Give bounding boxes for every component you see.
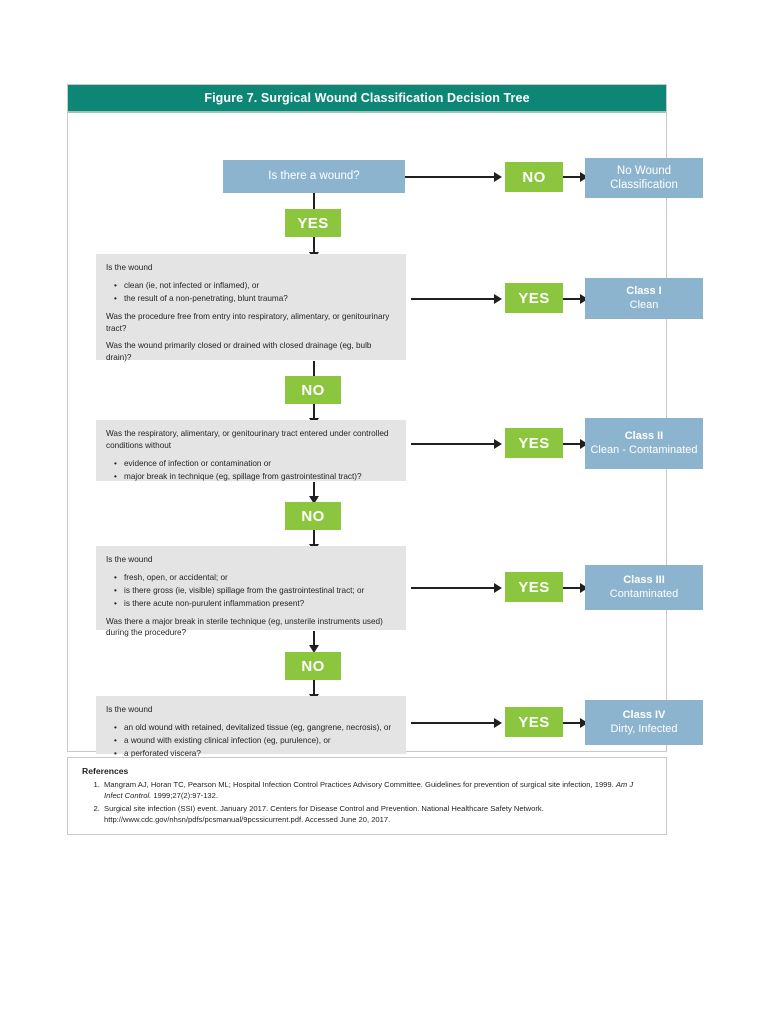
question-box-class-4: Is the wound an old wound with retained,… <box>96 696 410 759</box>
q4-bullet-2: a wound with existing clinical infection… <box>114 735 396 747</box>
q2-bullet-1: evidence of infection or contamination o… <box>114 458 396 470</box>
connector-q2-to-no <box>309 482 319 504</box>
reference-1-journal: Am J Infect Control. <box>104 780 634 801</box>
references-panel: References Mangram AJ, Horan TC, Pearson… <box>67 757 667 835</box>
q1-line-3: Was the wound primarily closed or draine… <box>106 341 372 363</box>
figure-panel: Figure 7. Surgical Wound Classification … <box>67 84 707 759</box>
result-title-class-3: Class III <box>623 573 665 586</box>
connector-start-to-no <box>405 172 502 182</box>
result-box-class-1: Class I Clean <box>585 278 707 323</box>
q3-bullets: fresh, open, or accidental; or is there … <box>106 572 396 610</box>
connector-q1-to-yes <box>411 294 502 304</box>
connector-q3-to-no <box>309 631 319 653</box>
result-title-class-4: Class IV <box>622 708 666 721</box>
result-box-class-2: Class II Clean - Contaminated <box>585 418 707 473</box>
q4-bullet-1: an old wound with retained, devitalized … <box>114 722 396 734</box>
result-title-class-2: Class II <box>624 429 664 442</box>
start-question-text: Is there a wound? <box>268 170 360 183</box>
q1-bullet-2: the result of a non-penetrating, blunt t… <box>114 293 396 305</box>
start-yes-label: YES <box>297 214 329 232</box>
connector-start-to-yes <box>309 193 319 217</box>
reference-item-2: Surgical site infection (SSI) event. Jan… <box>102 803 652 826</box>
start-no-label: NO <box>522 168 546 186</box>
start-no-badge: NO <box>505 162 567 196</box>
connector-q2-to-yes <box>411 439 502 449</box>
result-sub-class-3: Contaminated <box>609 587 679 600</box>
reference-item-1: Mangram AJ, Horan TC, Pearson ML; Hospit… <box>102 779 652 802</box>
connector-yes-to-class-2 <box>563 439 588 449</box>
no-badge-class-3: NO <box>285 652 345 684</box>
references-heading: References <box>82 766 129 776</box>
q2-bullet-2: major break in technique (eg, spillage f… <box>114 471 396 483</box>
q4-bullet-3: a perforated viscera? <box>114 748 396 760</box>
start-question-box: Is there a wound? <box>223 160 409 197</box>
yes-label-class-2: YES <box>518 434 550 452</box>
result-sub-class-4: Dirty, Infected <box>610 722 678 735</box>
connector-no-to-result <box>563 172 588 182</box>
q2-line-1: Was the respiratory, alimentary, or geni… <box>106 429 389 450</box>
question-box-class-1: Is the wound clean (ie, not infected or … <box>96 254 410 364</box>
q2-bullets: evidence of infection or contamination o… <box>106 458 396 483</box>
q3-bullet-1: fresh, open, or accidental; or <box>114 572 396 584</box>
yes-badge-class-3: YES <box>505 572 567 606</box>
start-yes-badge: YES <box>285 209 345 241</box>
no-label-class-3: NO <box>301 657 325 675</box>
connector-yes-to-class-1 <box>563 294 588 304</box>
references-list: Mangram AJ, Horan TC, Pearson ML; Hospit… <box>82 779 652 826</box>
no-wound-classification-box: No Wound Classification <box>585 158 707 202</box>
reference-2-part1: Surgical site infection (SSI) event. Jan… <box>104 803 544 825</box>
no-badge-class-1: NO <box>285 376 345 408</box>
decision-tree-flow: Is there a wound? NO No Wound Classifica… <box>68 113 707 759</box>
connector-no-to-step3 <box>309 530 319 552</box>
no-badge-class-2: NO <box>285 502 345 534</box>
yes-label-class-1: YES <box>518 289 550 307</box>
q4-line-1: Is the wound <box>106 705 153 714</box>
connector-yes-to-step1 <box>309 237 319 260</box>
q3-line-2: Was there a major break in sterile techn… <box>106 616 383 638</box>
connector-q4-to-yes <box>411 718 502 728</box>
yes-badge-class-2: YES <box>505 428 567 462</box>
q1-line-2: Was the procedure free from entry into r… <box>106 311 390 333</box>
q3-bullet-3: is there acute non-purulent inflammation… <box>114 598 396 610</box>
no-label-class-1: NO <box>301 381 325 399</box>
q3-line-1: Is the wound <box>106 555 153 564</box>
figure-title: Figure 7. Surgical Wound Classification … <box>204 91 530 105</box>
yes-badge-class-1: YES <box>505 283 567 317</box>
yes-badge-class-4: YES <box>505 707 567 741</box>
result-sub-class-1: Clean <box>629 298 659 311</box>
q1-bullets: clean (ie, not infected or inflamed), or… <box>106 280 396 305</box>
question-box-class-2: Was the respiratory, alimentary, or geni… <box>96 420 410 485</box>
connector-yes-to-class-4 <box>563 718 588 728</box>
q1-line-1: Is the wound <box>106 263 153 272</box>
no-label-class-2: NO <box>301 507 325 525</box>
connector-no-to-step2 <box>309 404 319 426</box>
q4-bullets: an old wound with retained, devitalized … <box>106 722 396 760</box>
connector-q3-to-yes <box>411 583 502 593</box>
yes-label-class-3: YES <box>518 578 550 596</box>
reference-1-part2: 1999;27(2):97-132. <box>151 791 218 801</box>
result-box-class-4: Class IV Dirty, Infected <box>585 700 707 749</box>
figure-title-bar: Figure 7. Surgical Wound Classification … <box>68 85 666 113</box>
result-sub-class-2: Clean - Contaminated <box>590 443 698 456</box>
question-box-class-3: Is the wound fresh, open, or accidental;… <box>96 546 410 637</box>
connector-yes-to-class-3 <box>563 583 588 593</box>
connector-q1-to-no <box>309 361 319 384</box>
result-title-class-1: Class I <box>626 284 662 297</box>
q3-bullet-2: is there gross (ie, visible) spillage fr… <box>114 585 396 597</box>
reference-1-part1: Mangram AJ, Horan TC, Pearson ML; Hospit… <box>104 780 616 789</box>
no-wound-classification-text: No Wound Classification <box>610 164 678 191</box>
yes-label-class-4: YES <box>518 713 550 731</box>
connector-no-to-step4 <box>309 680 319 702</box>
q1-bullet-1: clean (ie, not infected or inflamed), or <box>114 280 396 292</box>
result-box-class-3: Class III Contaminated <box>585 565 707 614</box>
